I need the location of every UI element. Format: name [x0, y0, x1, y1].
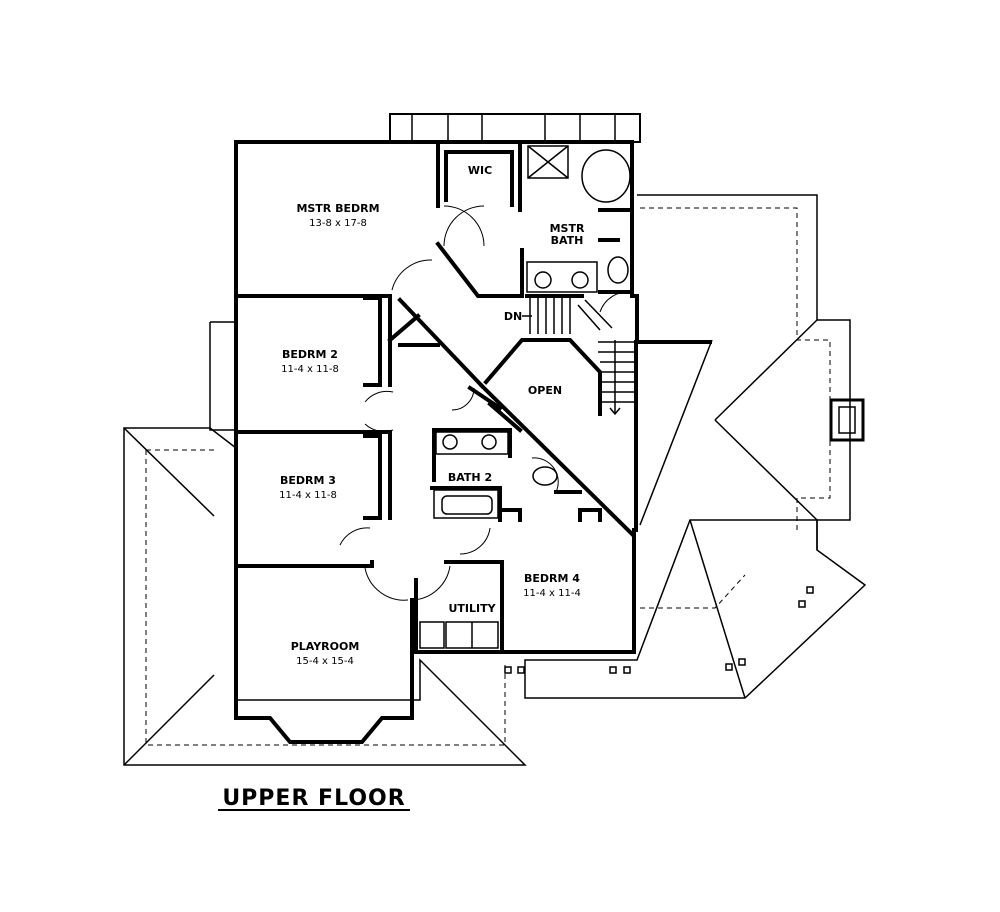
playroom-dim: 15-4 x 15-4: [296, 656, 354, 667]
door-swings: [339, 205, 633, 601]
open-label: OPEN: [528, 384, 562, 397]
room-labels: MSTR BEDRM 13-8 x 17-8 WIC MSTR BATH BED…: [279, 164, 585, 667]
bedrm2-label: BEDRM 2: [282, 348, 338, 361]
mstr-bath-label-1: MSTR: [550, 222, 585, 235]
fixtures: [419, 145, 634, 649]
bedrm2-dim: 11-4 x 11-8: [281, 364, 339, 375]
floor-title: UPPER FLOOR: [222, 786, 405, 811]
wic-label: WIC: [468, 164, 492, 177]
mstr-bedrm-label: MSTR BEDRM: [296, 202, 379, 215]
roof-outline: [123, 194, 867, 766]
bedrm3-dim: 11-4 x 11-8: [279, 490, 337, 501]
stair-dn-label: DN: [504, 310, 522, 323]
bath2-label: BATH 2: [448, 471, 492, 484]
top-bay: [389, 113, 641, 143]
bedrm3-label: BEDRM 3: [280, 474, 336, 487]
playroom-label: PLAYROOM: [291, 640, 360, 653]
bedrm4-label: BEDRM 4: [524, 572, 580, 585]
bedrm4-dim: 11-4 x 11-4: [523, 588, 581, 599]
mstr-bedrm-dim: 13-8 x 17-8: [309, 218, 367, 229]
utility-label: UTILITY: [448, 602, 496, 615]
interior-walls: [234, 140, 635, 654]
mstr-bath-label-2: BATH: [551, 234, 584, 247]
staircase: [522, 298, 634, 416]
plan-title: UPPER FLOOR: [218, 786, 410, 811]
